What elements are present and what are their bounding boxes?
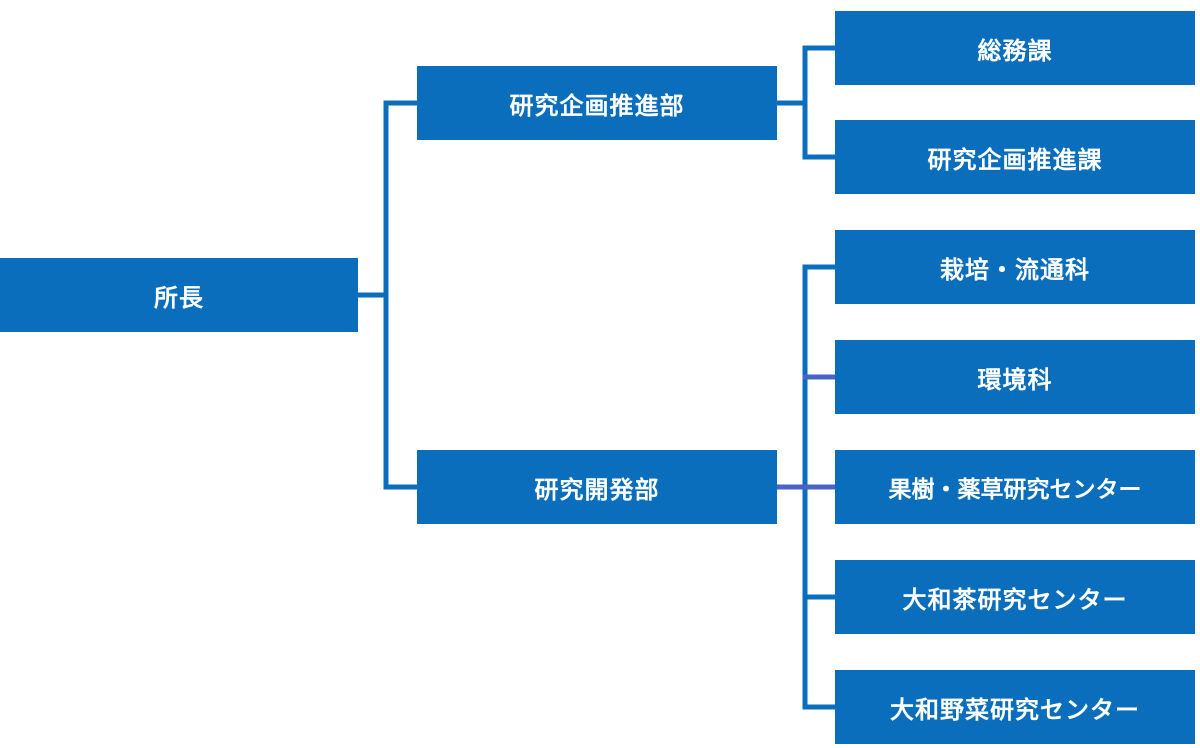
node-dept-research-development: 研究開発部 <box>417 450 777 524</box>
node-section-cultivation-distribution-label: 栽培・流通科 <box>940 255 1090 284</box>
node-section-environment-label: 環境科 <box>977 365 1053 394</box>
node-section-yamato-tea-center-label: 大和茶研究センター <box>902 585 1128 614</box>
node-section-yamato-vegetable-center-label: 大和野菜研究センター <box>890 695 1140 724</box>
node-section-general-affairs-label: 総務課 <box>977 36 1053 65</box>
node-section-research-planning: 研究企画推進課 <box>835 120 1195 194</box>
node-section-yamato-vegetable-center: 大和野菜研究センター <box>835 670 1195 744</box>
node-section-fruit-herb-center-label: 果樹・薬草研究センター <box>888 477 1142 503</box>
node-dept-research-planning-label: 研究企画推進部 <box>509 91 685 120</box>
node-section-yamato-tea-center: 大和茶研究センター <box>835 560 1195 634</box>
node-dept-research-development-label: 研究開発部 <box>534 475 660 504</box>
node-section-environment: 環境科 <box>835 340 1195 414</box>
node-section-research-planning-label: 研究企画推進課 <box>927 145 1103 174</box>
node-section-fruit-herb-center: 果樹・薬草研究センター <box>835 450 1195 524</box>
node-dept-research-planning: 研究企画推進部 <box>417 66 777 140</box>
node-director-label: 所長 <box>154 283 204 312</box>
node-section-general-affairs: 総務課 <box>835 11 1195 85</box>
node-section-cultivation-distribution: 栽培・流通科 <box>835 230 1195 304</box>
node-director: 所長 <box>0 258 358 332</box>
